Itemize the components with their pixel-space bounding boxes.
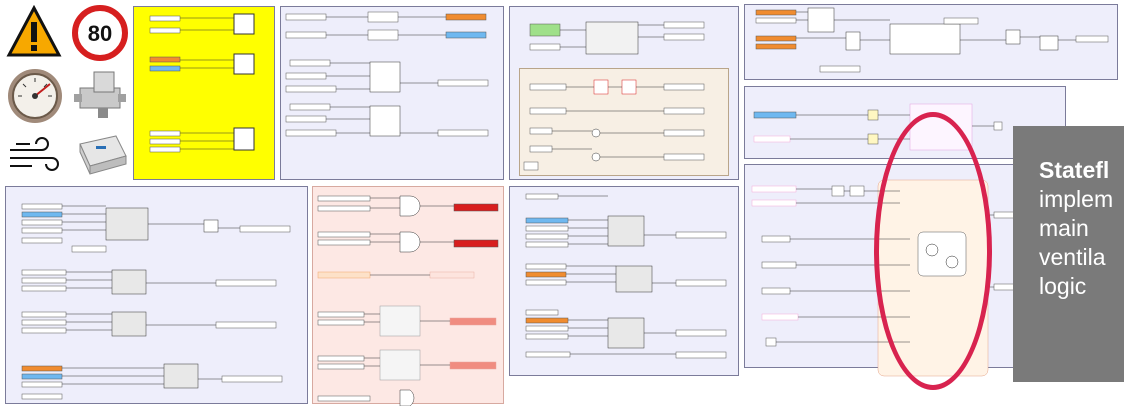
callout-line: implem: [1039, 186, 1114, 212]
daq-device-icon: [72, 130, 130, 182]
callout-line: logic: [1039, 273, 1087, 299]
valve-control-blocks: [755, 7, 1109, 73]
callout-title: Statefl: [1039, 157, 1110, 183]
speed-limit-text: 80: [88, 21, 112, 46]
pressure-gauge-icon: [6, 66, 64, 126]
flow-filter-blocks: [285, 11, 489, 137]
callout-line: ventila: [1039, 244, 1106, 270]
alarm-logic-blocks: [21, 203, 291, 400]
warning-sign-icon: [6, 5, 62, 59]
solenoid-valve-icon: [72, 66, 130, 124]
stateflow-callout: Statefl implem main ventila logic: [1013, 126, 1124, 382]
stateflow-highlight-ring: [874, 112, 992, 390]
flow-sensor-blocks: [523, 21, 705, 171]
airflow-icon: [6, 132, 64, 180]
yellow-panel-ports: [149, 13, 255, 153]
patient-disconnect-blocks: [317, 195, 499, 406]
input-signals-panel: [133, 6, 275, 180]
alarm-flags-blocks: [525, 193, 727, 359]
callout-line: main: [1039, 215, 1089, 241]
speed-limit-icon: 80: [72, 5, 128, 61]
